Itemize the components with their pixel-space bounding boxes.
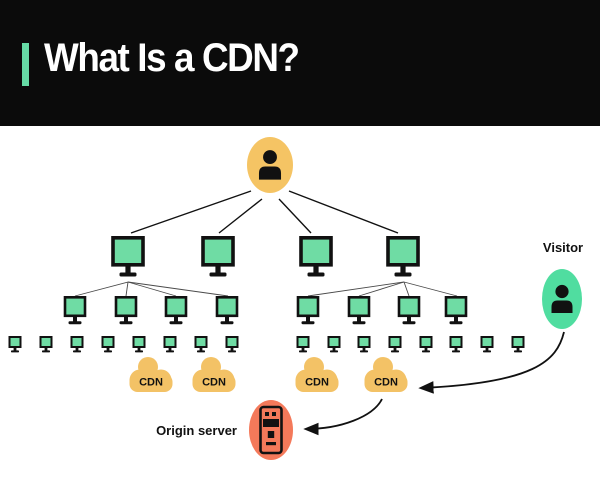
origin-server-label: Origin server [156,423,237,438]
server-monitor [296,336,310,354]
server-monitor [8,336,22,354]
server-monitor [444,295,468,326]
origin-server-node: Origin server [156,400,293,460]
server-monitor [194,336,208,354]
server-monitor [419,336,433,354]
cdn-cloud: CDN [364,357,408,392]
cdn-cloud: CDN [295,357,339,392]
server-monitor [132,336,146,354]
server-monitor [111,236,145,279]
title-accent-bar [22,43,29,86]
cdn-cloud: CDN [129,357,173,392]
server-monitor [101,336,115,354]
server-monitor [63,295,87,326]
cdn-cloud-label: CDN [139,377,163,389]
server-monitor [347,295,371,326]
server-monitor [39,336,53,354]
tree-edges-left-fan [74,281,229,297]
tier1-monitors [111,236,420,279]
tier2-monitors [63,295,468,326]
server-monitor [511,336,525,354]
cdn-to-origin-arrow [303,398,383,436]
server-monitor [164,295,188,326]
slide-header: What Is a CDN? [0,0,600,126]
cdn-cloud-label: CDN [305,377,329,389]
server-monitor [480,336,494,354]
server-monitor [296,295,320,326]
user-node [247,137,293,193]
visitor-node: Visitor [542,240,583,329]
server-monitor [357,336,371,354]
server-monitor [397,295,421,326]
user-node-ellipse [247,137,293,193]
visitor-to-cdn-arrow [418,331,565,394]
server-monitor [114,295,138,326]
cdn-cloud-label: CDN [374,377,398,389]
server-monitor [225,336,239,354]
cdn-cloud: CDN [192,357,236,392]
cdn-cloud-label: CDN [202,377,226,389]
tree-edges-right-fan [307,281,458,297]
server-monitor [386,236,420,279]
server-monitor [70,336,84,354]
server-monitor [388,336,402,354]
visitor-label: Visitor [543,240,583,255]
tier3-monitors [8,336,525,354]
server-monitor [449,336,463,354]
tree-edges-root [130,190,399,234]
server-monitor [215,295,239,326]
server-monitor [163,336,177,354]
server-monitor [327,336,341,354]
page-title: What Is a CDN? [44,36,300,80]
server-monitor [299,236,333,279]
visitor-node-ellipse [542,269,582,329]
server-monitor [201,236,235,279]
origin-server-ellipse [249,400,293,460]
